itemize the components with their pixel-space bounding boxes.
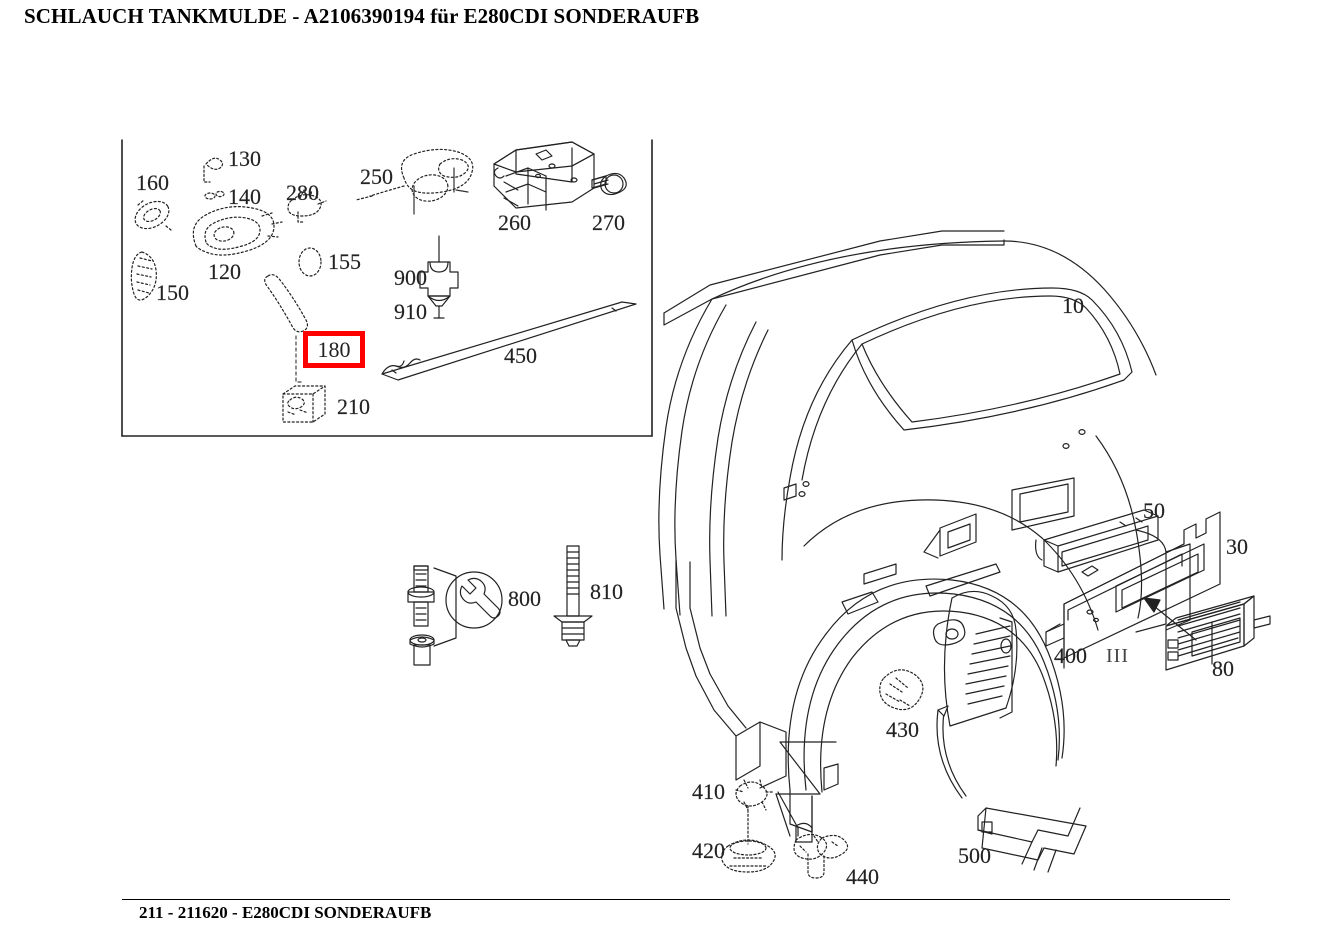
callout-180-label: 180 — [317, 336, 351, 362]
part-160-grommet — [134, 199, 172, 231]
callout-810[interactable]: 810 — [590, 579, 623, 604]
callout-450[interactable]: 450 — [504, 343, 537, 368]
callout-410[interactable]: 410 — [692, 779, 725, 804]
part-400-wheel-liner — [787, 563, 1065, 843]
assembly-arrow-80 — [1143, 597, 1197, 641]
callout-30[interactable]: 30 — [1226, 534, 1248, 559]
callout-120[interactable]: 120 — [208, 259, 241, 284]
callout-50[interactable]: 50 — [1143, 498, 1165, 523]
marker-iii: III — [1106, 645, 1129, 667]
part-420-expander — [721, 805, 776, 873]
part-810-rivet — [553, 545, 593, 647]
leader-lines-lower — [775, 741, 837, 837]
part-50-trim — [1035, 509, 1159, 573]
part-180-leader — [295, 335, 305, 383]
callout-260[interactable]: 260 — [498, 210, 531, 235]
callout-280[interactable]: 280 — [286, 180, 319, 205]
part-430-clip — [879, 669, 924, 711]
callout-130[interactable]: 130 — [228, 146, 261, 171]
callout-420[interactable]: 420 — [692, 838, 725, 863]
callout-210[interactable]: 210 — [337, 394, 370, 419]
part-30-panel — [1045, 511, 1221, 669]
part-440-bolt — [793, 833, 849, 879]
detail-frame — [121, 139, 653, 437]
callout-250[interactable]: 250 — [360, 164, 393, 189]
callout-10[interactable]: 10 — [1062, 293, 1084, 318]
callout-800[interactable]: 800 — [508, 586, 541, 611]
part-180-hose — [264, 274, 309, 333]
footer-divider — [122, 899, 1230, 900]
callout-900[interactable]: 900 — [394, 265, 427, 290]
part-260-bracket — [493, 141, 595, 211]
part-450-trim-strip — [381, 301, 637, 381]
callout-910[interactable]: 910 — [394, 299, 427, 324]
part-80-lamp — [1165, 595, 1271, 671]
part-250-filler-neck — [355, 148, 474, 202]
part-910-cap — [427, 295, 451, 319]
callout-180-highlighted[interactable]: 180 — [303, 331, 365, 368]
callout-440[interactable]: 440 — [846, 864, 879, 889]
part-155-oring — [298, 247, 322, 277]
part-120-filler-ring — [192, 206, 283, 256]
leader-500 — [936, 705, 967, 799]
part-410-clip — [735, 779, 775, 811]
car-quarter-panel — [658, 230, 1191, 789]
part-270-bolt — [591, 172, 627, 196]
part-210-clamp — [282, 385, 326, 423]
callout-150[interactable]: 150 — [156, 280, 189, 305]
callout-500[interactable]: 500 — [958, 843, 991, 868]
page-title: SCHLAUCH TANKMULDE - A2106390194 für E28… — [24, 4, 700, 28]
callout-430[interactable]: 430 — [886, 717, 919, 742]
part-250-detail — [413, 167, 469, 215]
callout-80[interactable]: 80 — [1212, 656, 1234, 681]
footer-text: 211 - 211620 - E280CDI SONDERAUFB — [139, 903, 432, 922]
callout-270[interactable]: 270 — [592, 210, 625, 235]
callout-400[interactable]: 400 — [1054, 643, 1087, 668]
callout-155[interactable]: 155 — [328, 249, 361, 274]
part-140-washer — [204, 190, 225, 200]
part-130-clip — [203, 157, 224, 183]
part-500-block — [977, 807, 1087, 873]
part-280-valve — [287, 189, 327, 223]
part-150-seal — [130, 251, 157, 301]
callout-140[interactable]: 140 — [228, 184, 261, 209]
callout-160[interactable]: 160 — [136, 170, 169, 195]
part-800-tool-group — [407, 565, 503, 666]
